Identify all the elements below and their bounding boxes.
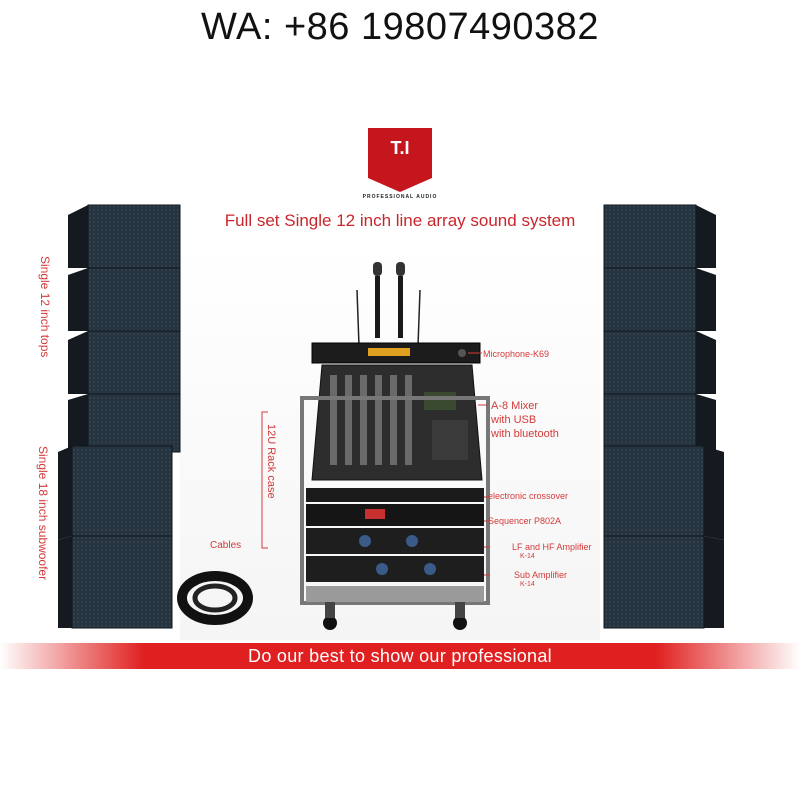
left-speaker-tower bbox=[58, 204, 181, 629]
label-tops: Single 12 inch tops bbox=[38, 256, 52, 358]
label-microphone: Microphone-K69 bbox=[483, 349, 550, 359]
label-mixer-3: with bluetooth bbox=[491, 428, 559, 440]
label-subwoofer: Single 18 inch subwoofer bbox=[36, 446, 50, 581]
label-cables: Cables bbox=[210, 540, 242, 551]
label-mixer-2: with USB bbox=[491, 414, 537, 426]
product-photo bbox=[0, 100, 800, 700]
microphone-icon bbox=[356, 262, 421, 347]
label-sub-amp: Sub Amplifier bbox=[514, 570, 568, 580]
label-lf-amp: LF and HF Amplifier bbox=[512, 542, 592, 552]
right-speaker-tower bbox=[603, 204, 724, 629]
label-crossover: electronic crossover bbox=[488, 491, 569, 501]
label-sub-amp-model: K-14 bbox=[520, 581, 535, 588]
rack-case bbox=[300, 396, 490, 630]
label-lf-amp-model: K-14 bbox=[520, 553, 535, 560]
label-sequencer: Sequencer P802A bbox=[488, 516, 562, 526]
brand-subtitle: PROFESSIONAL AUDIO bbox=[362, 194, 438, 200]
banner-band bbox=[0, 643, 800, 669]
whatsapp-contact: WA: +86 19807490382 bbox=[201, 6, 599, 48]
headline: Full set Single 12 inch line array sound… bbox=[224, 211, 576, 230]
label-mixer-1: A-8 Mixer bbox=[491, 400, 539, 412]
mixer bbox=[311, 364, 483, 481]
cables-icon bbox=[177, 571, 253, 625]
brand-logo-text: T.I bbox=[390, 138, 410, 158]
label-rack-case: 12U Rack case bbox=[265, 424, 277, 499]
brand-logo-icon bbox=[368, 128, 432, 192]
banner-slogan: Do our best to show our professional bbox=[248, 646, 552, 666]
